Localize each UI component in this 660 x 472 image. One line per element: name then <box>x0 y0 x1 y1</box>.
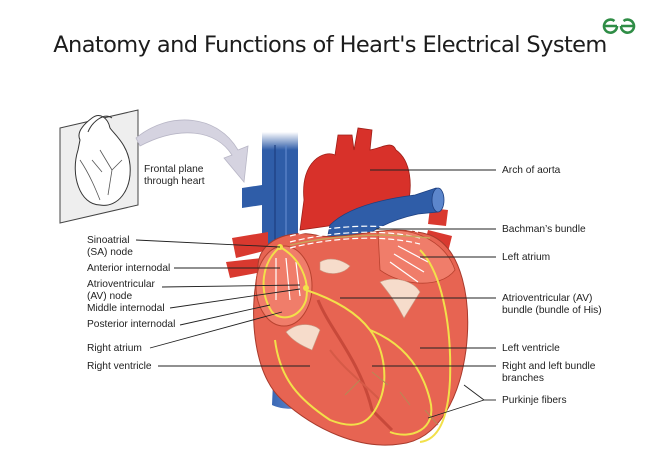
label-right-atrium: Right atrium <box>87 343 142 354</box>
label-bundle-branches: Right and left bundle branches <box>502 361 596 384</box>
frontal-plane-inset <box>59 109 139 224</box>
frontal-plane-caption: Frontal plane through heart <box>144 164 205 187</box>
label-right-ventricle: Right ventricle <box>87 361 152 372</box>
valves <box>285 258 421 351</box>
leader-lines-right <box>340 169 496 419</box>
label-av-bundle: Atrioventricular (AV) bundle (bundle of … <box>502 293 602 316</box>
left-atrium-shape <box>377 229 456 284</box>
label-left-atrium: Left atrium <box>502 252 551 263</box>
label-bachmans-bundle: Bachman’s bundle <box>502 224 586 235</box>
label-av-node: Atrioventricular (AV) node <box>87 279 155 302</box>
septum <box>316 299 394 432</box>
leader-lines-left <box>135 239 310 367</box>
gfg-logo-icon <box>602 18 636 34</box>
label-middle-internodal: Middle internodal <box>87 303 165 314</box>
label-arch-of-aorta: Arch of aorta <box>502 165 561 176</box>
label-purkinje-fibers: Purkinje fibers <box>502 395 567 406</box>
page-title: Anatomy and Functions of Heart's Electri… <box>53 32 607 58</box>
label-anterior-internodal: Anterior internodal <box>87 263 171 274</box>
label-posterior-internodal: Posterior internodal <box>87 319 176 330</box>
conduction-system <box>262 246 452 443</box>
label-sa-node: Sinoatrial (SA) node <box>87 235 133 258</box>
av-node-marker <box>303 285 309 291</box>
curved-arrow-icon <box>135 119 249 183</box>
label-left-ventricle: Left ventricle <box>502 343 560 354</box>
